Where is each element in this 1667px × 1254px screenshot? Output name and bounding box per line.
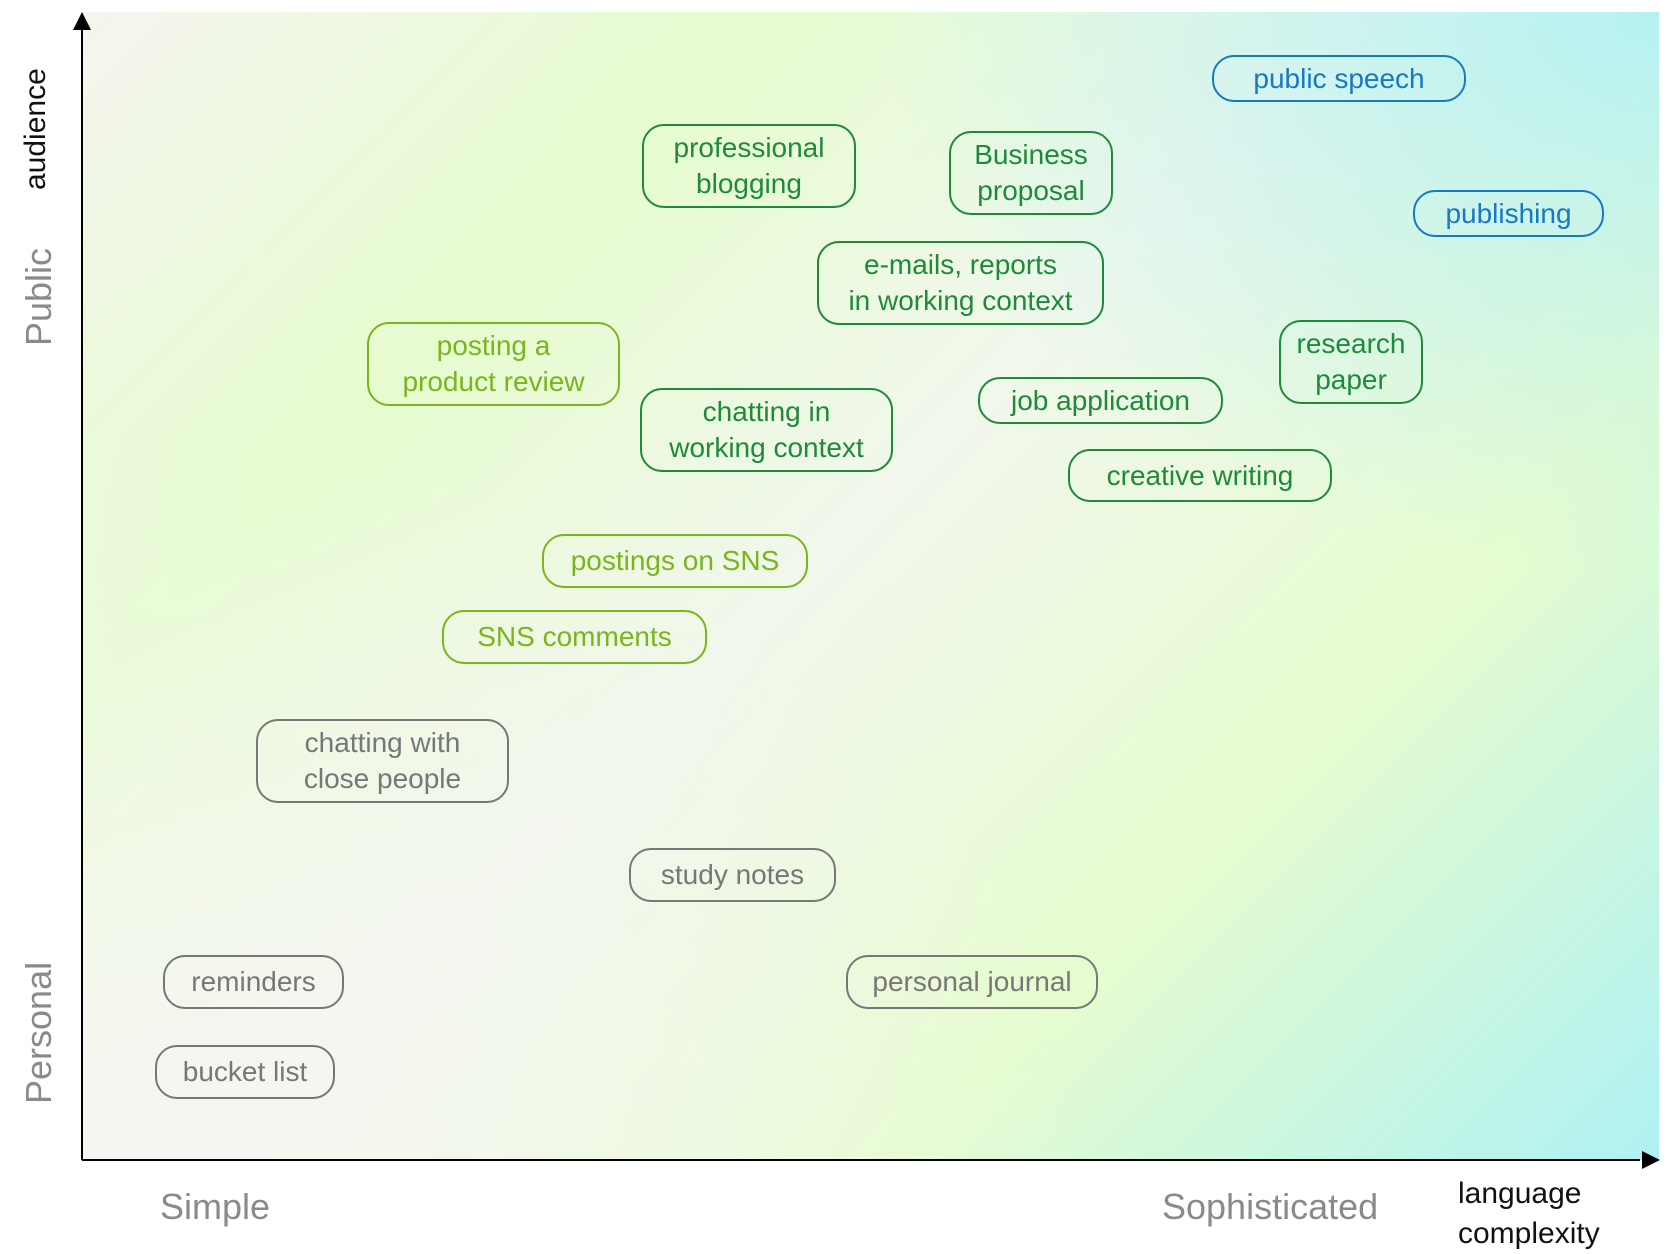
y-axis-title: audience	[19, 68, 52, 190]
y-low-label: Personal	[18, 961, 59, 1104]
label-postings-on-sns: postings on SNS	[542, 534, 808, 588]
label-sns-comments: SNS comments	[442, 610, 707, 664]
y-axis-arrow	[73, 12, 91, 30]
label-posting-product-review: posting a product review	[367, 322, 620, 406]
label-public-speech: public speech	[1212, 55, 1466, 102]
x-axis-title: language complexity	[1458, 1177, 1600, 1250]
label-personal-journal: personal journal	[846, 955, 1098, 1009]
label-job-application: job application	[978, 377, 1223, 424]
label-chatting-close-people: chatting with close people	[256, 719, 509, 803]
label-chatting-working-context: chatting in working context	[640, 388, 893, 472]
label-professional-blogging: professional blogging	[642, 124, 856, 208]
label-creative-writing: creative writing	[1068, 449, 1332, 502]
label-research-paper: research paper	[1279, 320, 1423, 404]
x-high-label: Sophisticated	[1162, 1186, 1379, 1227]
plot-area	[82, 12, 1659, 1160]
x-axis-arrow	[1642, 1151, 1660, 1169]
label-study-notes: study notes	[629, 848, 836, 902]
label-business-proposal: Business proposal	[949, 131, 1113, 215]
y-high-label: Public	[18, 247, 59, 346]
label-publishing: publishing	[1413, 190, 1604, 237]
label-emails-reports: e-mails, reports in working context	[817, 241, 1104, 325]
label-bucket-list: bucket list	[155, 1045, 335, 1099]
x-low-label: Simple	[160, 1186, 271, 1227]
label-reminders: reminders	[163, 955, 344, 1009]
